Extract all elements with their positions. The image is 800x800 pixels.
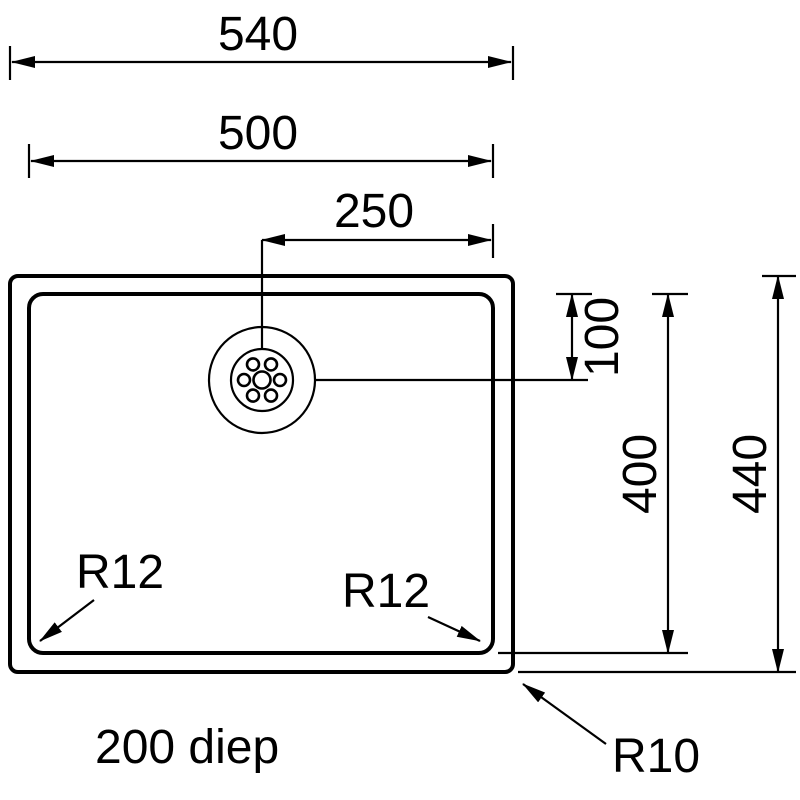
drain-symbol	[207, 325, 317, 435]
callout-radius-bottom-left: R12	[39, 546, 164, 642]
dim-label-outer-height: 440	[724, 434, 777, 514]
callout-radius-bottom-right: R12	[342, 565, 481, 642]
dim-inner-width: 500	[27, 107, 495, 178]
dim-drain-offset: 250	[260, 185, 495, 348]
dim-label-drain-offset: 250	[334, 185, 414, 238]
dim-outer-width: 540	[8, 8, 515, 80]
radius-label-outer: R10	[612, 730, 700, 783]
dim-inner-height: 400	[498, 292, 688, 655]
drain-inner-circle	[229, 347, 295, 413]
dim-outer-height: 440	[518, 274, 796, 674]
leader-line	[427, 616, 481, 642]
dim-label-outer-width: 540	[218, 8, 298, 61]
dim-drain-from-top: 100	[556, 292, 629, 381]
dim-label-inner-height: 400	[614, 434, 667, 514]
dim-label-drain-from-top: 100	[576, 297, 629, 377]
radius-label-bottom-left: R12	[76, 546, 164, 599]
leader-line	[522, 683, 607, 745]
drain-strainer-holes	[236, 357, 288, 403]
callout-radius-outer: R10	[522, 683, 700, 783]
radius-label-bottom-right: R12	[342, 565, 430, 618]
depth-note: 200 diep	[95, 721, 279, 774]
dim-label-inner-width: 500	[218, 107, 298, 160]
leader-line	[39, 599, 95, 642]
